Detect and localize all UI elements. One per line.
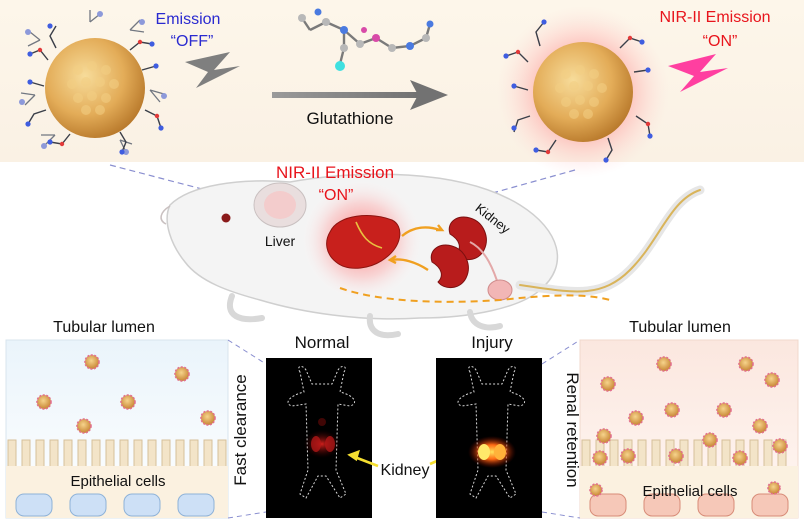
liver-icon (326, 215, 401, 269)
circulation-dashed-path (339, 287, 611, 303)
normal-title: Normal (295, 333, 350, 352)
circulation-arrows (387, 224, 445, 271)
right-cells-label: Epithelial cells (642, 483, 737, 500)
injury-nir-image (436, 358, 542, 518)
left-cells-label: Epithelial cells (70, 473, 165, 490)
on-state-label: “ON” (703, 33, 738, 50)
injury-title: Injury (471, 333, 513, 352)
nanoparticle-on (497, 6, 669, 178)
nanoparticle-off (19, 10, 167, 155)
left-lumen-label: Tubular lumen (53, 319, 155, 336)
renal-retention-label: Renal retention (563, 372, 582, 487)
lightning-on-icon (668, 54, 728, 92)
emission-on-label: NIR-II Emission (659, 9, 770, 26)
mouse-emission-label: NIR-II Emission (276, 163, 394, 182)
mouse-illustration (160, 173, 705, 339)
right-lumen-label: Tubular lumen (629, 319, 731, 336)
emission-off-label: Emission (156, 11, 221, 28)
mouse-on-label: “ON” (319, 187, 354, 204)
tubular-panel-right (579, 339, 799, 519)
fast-clearance-label: Fast clearance (231, 374, 250, 486)
kidney-pointer-label: Kidney (381, 462, 430, 479)
normal-nir-image (266, 358, 372, 518)
off-state-label: “OFF” (171, 33, 214, 50)
reagent-label: Glutathione (307, 109, 394, 128)
liver-label: Liver (265, 233, 296, 249)
kidney-icon (430, 216, 513, 301)
panel-connectors (227, 339, 581, 519)
glutathione-molecule-icon (298, 8, 434, 71)
reaction-arrow (272, 80, 448, 110)
lightning-off-icon (185, 52, 240, 88)
tubular-panel-left (5, 339, 229, 519)
